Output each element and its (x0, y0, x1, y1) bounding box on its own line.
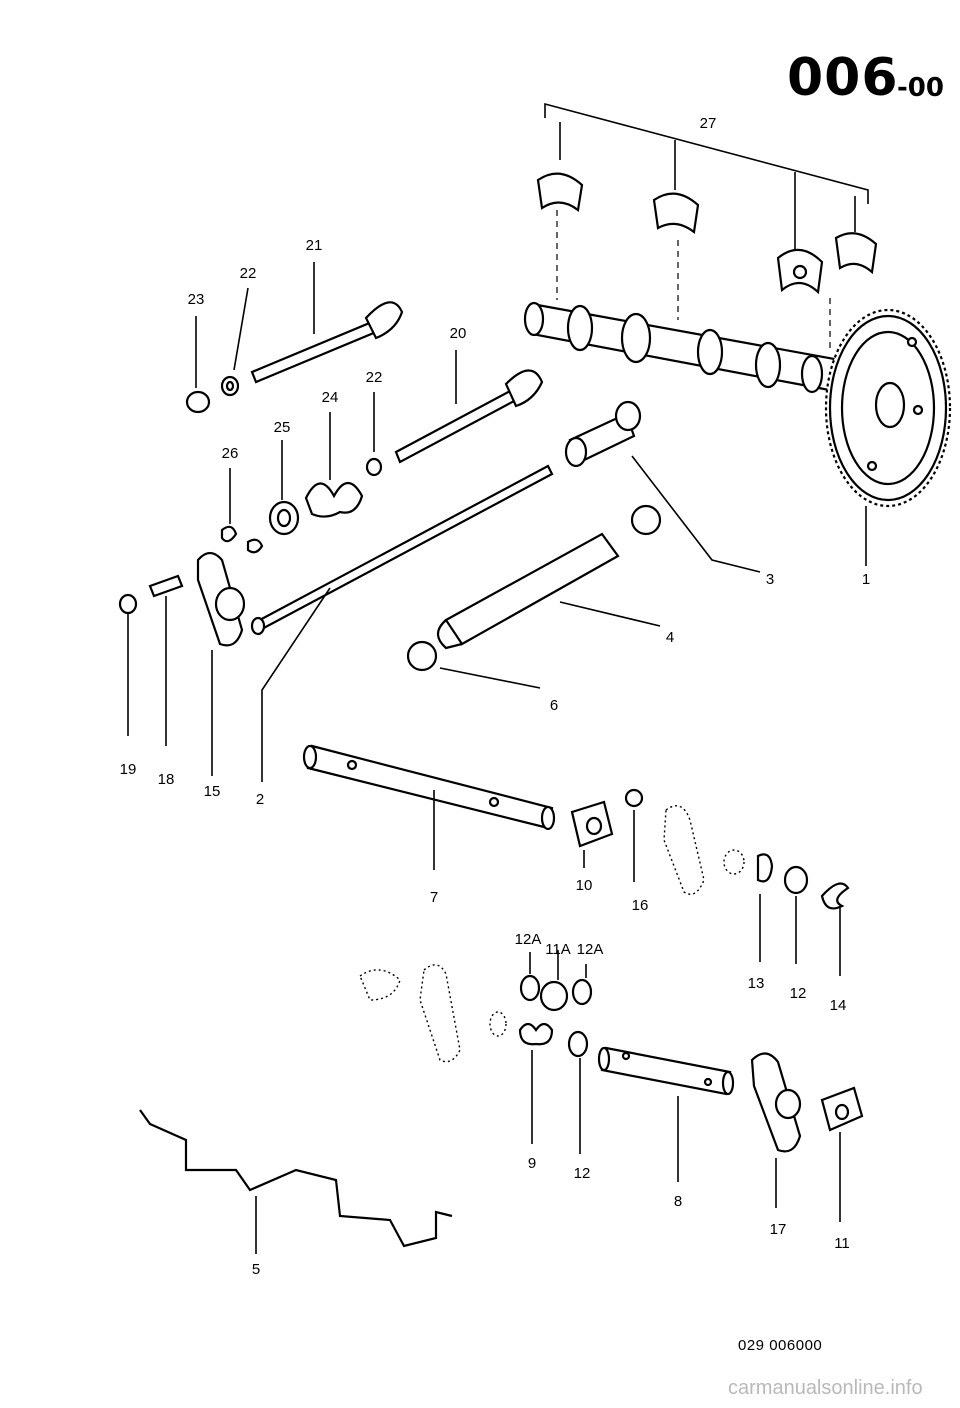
label-9: 9 (528, 1155, 536, 1172)
label-12a-right: 12A (577, 941, 604, 958)
label-27: 27 (700, 115, 717, 132)
bearing-shells-group (536, 102, 878, 350)
label-6: 6 (550, 697, 558, 714)
label-13: 13 (748, 975, 765, 992)
label-12a-left: 12A (515, 931, 542, 948)
drawing-number: 029 006000 (738, 1337, 823, 1354)
page-code: 006 (787, 52, 899, 104)
label-11: 11 (834, 1235, 850, 1252)
rocker-shaft (302, 744, 556, 831)
label-5: 5 (252, 1261, 260, 1278)
rocker-arm-lower (750, 1052, 864, 1153)
pushrod-tube (406, 504, 662, 672)
label-22-b: 22 (366, 369, 383, 386)
cam-follower (564, 400, 642, 468)
label-25: 25 (274, 419, 291, 436)
ghost-rocker-upper (663, 805, 850, 910)
label-12-a: 12 (790, 985, 807, 1002)
label-14: 14 (830, 997, 847, 1014)
label-19: 19 (120, 761, 137, 778)
label-23: 23 (188, 291, 205, 308)
rocker-shaft-lower (597, 1046, 735, 1096)
label-20: 20 (450, 325, 467, 342)
label-2: 2 (256, 791, 264, 808)
camshaft-gear (824, 308, 952, 508)
valve-20 (394, 369, 544, 464)
label-22-a: 22 (240, 265, 257, 282)
label-18: 18 (158, 771, 175, 788)
leader-lines (127, 262, 867, 1254)
label-8: 8 (674, 1193, 682, 1210)
label-17: 17 (770, 1221, 787, 1238)
rocker-support (570, 788, 644, 848)
valve-21 (250, 301, 404, 384)
label-15: 15 (204, 783, 221, 800)
camshaft (523, 301, 842, 394)
part-labels: 1 2 3 4 5 6 7 8 9 10 11 12 12 12 13 14 1… (120, 115, 871, 1278)
label-4: 4 (666, 629, 674, 646)
label-11a: 11A (545, 941, 571, 958)
label-21: 21 (306, 237, 323, 254)
label-3: 3 (766, 571, 774, 588)
label-16: 16 (632, 897, 649, 914)
label-24: 24 (322, 389, 339, 406)
label-26: 26 (222, 445, 239, 462)
label-7: 7 (430, 889, 438, 906)
watermark: carmanualsonline.info (728, 1377, 923, 1399)
retaining-wire (139, 1109, 453, 1248)
lower-rocker-parts (359, 964, 593, 1063)
label-12-b: 12 (574, 1165, 591, 1182)
page-code-number: 006 (787, 48, 899, 108)
page-code-suffix: -00 (897, 73, 944, 103)
label-1: 1 (862, 571, 870, 588)
label-10: 10 (576, 877, 593, 894)
rocker-arm-upper (118, 551, 246, 647)
valve-small-parts (185, 375, 383, 554)
